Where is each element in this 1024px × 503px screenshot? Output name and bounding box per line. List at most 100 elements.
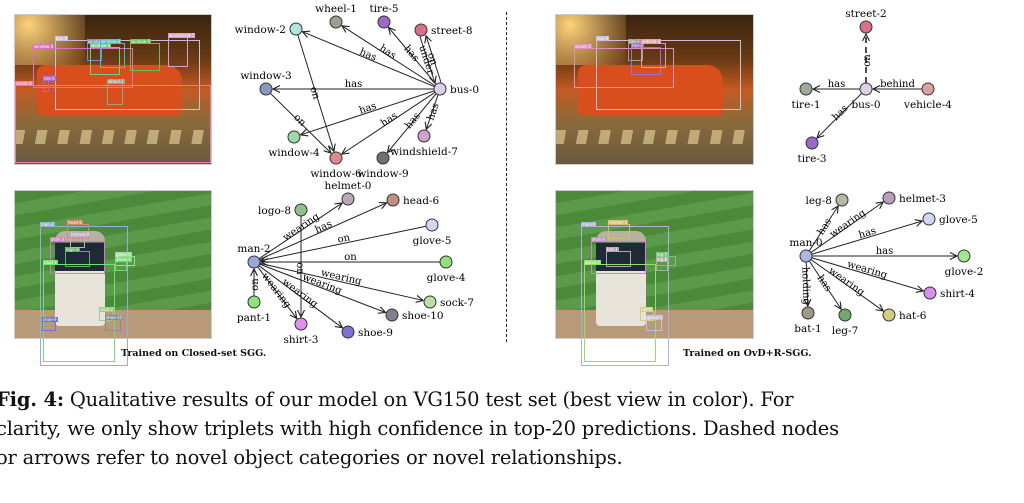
node-logo-8: [294, 203, 308, 217]
caption-line-1: Fig. 4: Qualitative results of our model…: [0, 385, 1024, 414]
bbox-shoe-9: shoe-9: [42, 317, 58, 331]
node-window-4: [287, 130, 301, 144]
node-label: sock-7: [440, 297, 474, 309]
node-tire-3: [805, 136, 819, 150]
edge-bus-0-window-9: [387, 93, 437, 153]
edge-bus-0-tire-3: [817, 92, 863, 138]
node-label: windshield-7: [390, 146, 458, 158]
node-label: bat-1: [794, 323, 821, 335]
bbox-window-9: window-9: [130, 39, 160, 71]
edge-label: on: [307, 86, 321, 102]
node-head-6: [386, 193, 400, 207]
edge-label: on: [294, 262, 305, 275]
crosswalk: [15, 130, 211, 144]
edge-label: has: [377, 43, 398, 62]
bbox-glove-5: glove-5: [646, 315, 663, 331]
bbox-label: glove-2: [584, 260, 601, 265]
bbox-street-8: street-8: [15, 81, 211, 163]
node-label: hat-6: [899, 310, 927, 322]
bbox-shirt-4: shirt-4: [591, 237, 646, 274]
dirt-infield: [15, 310, 211, 338]
node-shoe-10: [385, 308, 399, 322]
node-tire-5: [377, 15, 391, 29]
bbox-label: tire-1: [628, 39, 641, 44]
bbox-label: wheel-1: [107, 79, 125, 84]
node-label: tire-3: [797, 153, 826, 165]
edge-man-0-helmet-3: [810, 202, 883, 253]
bbox-logo-8: logo-8: [65, 247, 90, 267]
node-leg-8: [835, 193, 849, 207]
bbox-label: tire-5: [43, 76, 56, 81]
edge-man-2-shoe-10: [259, 263, 386, 312]
caption-text-1: Qualitative results of our model on VG15…: [63, 388, 794, 411]
bbox-vehicle-4: vehicle-4: [641, 39, 666, 68]
node-window-9: [376, 151, 390, 165]
edge-bus-0-tire-5: [388, 27, 437, 85]
bbox-label: glove-5: [646, 315, 663, 320]
node-hat-6: [882, 308, 896, 322]
node-wheel-1: [329, 15, 343, 29]
node-label: glove-4: [427, 272, 466, 284]
node-bat-1: [801, 306, 815, 320]
node-label: tire-5: [369, 3, 398, 15]
node-label: window-3: [240, 70, 291, 82]
edge-bus-0-wheel-1: [342, 26, 436, 87]
panel-divider: [506, 12, 507, 342]
bbox-label: leg-7: [656, 252, 669, 257]
bbox-bus-0: bus-0: [55, 36, 200, 110]
bbox-label: shoe-9: [42, 317, 58, 322]
caption-line-3: or arrows refer to novel object categori…: [0, 446, 623, 469]
node-label: shoe-9: [358, 327, 393, 339]
edge-man-0-hat-6: [810, 259, 883, 310]
edge-man-2-shirt-3: [257, 266, 297, 319]
node-shirt-3: [294, 317, 308, 331]
node-man-2: [247, 255, 261, 269]
player-shape: [596, 231, 646, 326]
node-shirt-4: [923, 286, 937, 300]
bbox-bat-1: bat-1: [606, 247, 631, 267]
edge-label: has: [828, 79, 846, 90]
edge-man-0-shirt-4: [811, 257, 924, 291]
bbox-label: bus-0: [55, 36, 69, 41]
edge-man-0-glove-5: [811, 221, 923, 255]
node-label: glove-2: [945, 266, 984, 278]
edge-man-2-head-6: [259, 203, 386, 261]
node-street-2: [859, 20, 873, 34]
node-label: pant-1: [237, 312, 271, 324]
edge-label: has: [830, 103, 850, 123]
bbox-label: shoe-10: [105, 315, 124, 320]
node-label: glove-5: [413, 235, 452, 247]
bbox-label: head-6: [67, 220, 83, 225]
node-street-8: [414, 23, 428, 37]
edge-label: holding: [799, 267, 811, 306]
bbox-street-2: street-2: [574, 44, 674, 88]
edge-man-0-leg-8: [808, 206, 838, 252]
node-windshield-7: [417, 129, 431, 143]
player-shape: [55, 231, 105, 326]
bus-shape: [578, 65, 723, 115]
figure-label: Fig. 4:: [0, 388, 64, 411]
edge-bus-0-window-4: [301, 90, 435, 135]
bbox-label: leg-8: [656, 257, 669, 262]
node-label: head-6: [403, 195, 440, 207]
edge-bus-0-street-8: [426, 36, 442, 83]
node-label: bus-0: [851, 99, 880, 111]
node-vehicle-4: [921, 82, 935, 96]
node-label: logo-8: [258, 205, 291, 217]
bbox-man-2: man-2: [40, 222, 128, 366]
edge-label: has: [426, 102, 442, 122]
bbox-helmet-3: helmet-3: [608, 220, 630, 239]
node-label: shirt-4: [940, 288, 975, 300]
node-glove-4: [439, 255, 453, 269]
edge-label: on: [250, 278, 261, 291]
bbox-label: tire-3: [631, 43, 644, 48]
edge-glove-5-man-2: [261, 225, 427, 260]
bbox-glove-4: glove-4: [115, 257, 132, 271]
edge-bus-0-windshield-7: [426, 94, 439, 130]
subcaption-ovd: Trained on OvD+R-SGG.: [683, 348, 812, 359]
node-glove-5: [425, 218, 439, 232]
node-glove-5: [922, 212, 936, 226]
edge-man-2-sock-7: [259, 262, 423, 300]
bbox-window-2: window-2: [33, 44, 133, 88]
edge-label: has: [345, 79, 363, 90]
